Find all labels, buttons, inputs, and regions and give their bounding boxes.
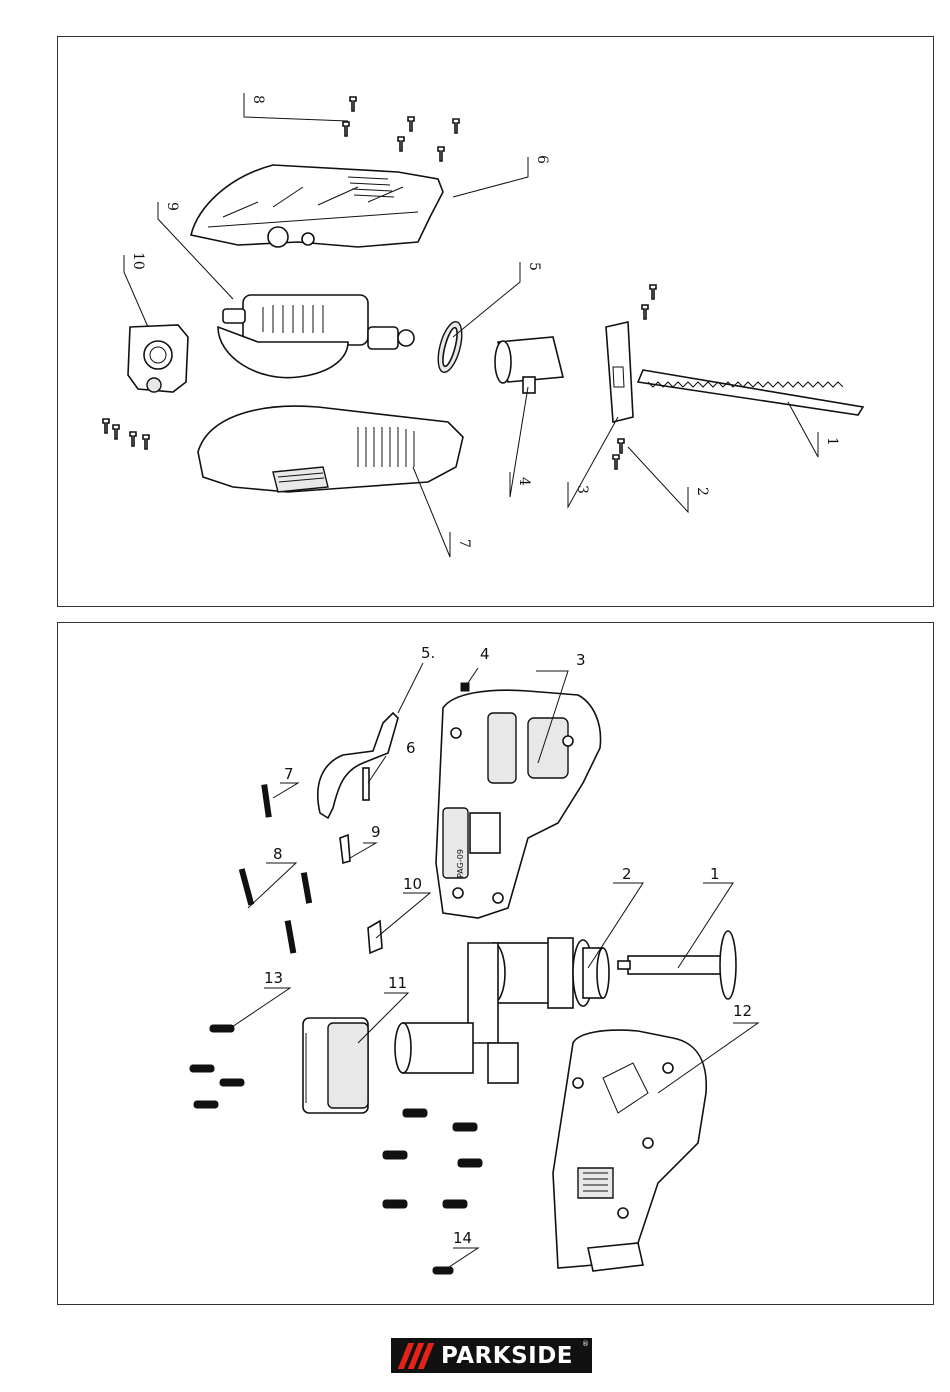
spring-ring — [434, 319, 467, 374]
housing-marking: PAG-09 — [456, 849, 465, 878]
screws-group-8 — [343, 97, 459, 161]
upper-housing-half — [191, 165, 443, 247]
leader-2 — [628, 447, 688, 512]
lever-arm — [318, 713, 398, 818]
leader-8 — [248, 863, 296, 908]
callout-12: 12 — [733, 1002, 752, 1020]
callout-7: 7 — [456, 539, 472, 548]
brand-name: PARKSIDE — [441, 1343, 573, 1369]
leader-13 — [226, 988, 290, 1031]
callout-5: 5 — [526, 262, 542, 271]
outer-housing-half — [553, 1030, 706, 1271]
callout-6: 6 — [534, 155, 550, 164]
callout-9: 9 — [164, 202, 180, 211]
gear — [303, 1018, 368, 1113]
callout-1: 1 — [824, 437, 840, 446]
callout-4: 4 — [480, 645, 490, 663]
callout-8: 8 — [250, 95, 266, 104]
callout-3: 3 — [574, 485, 590, 494]
exploded-view-gearbox-drawing: PAG-09 — [58, 623, 935, 1306]
callout-2: 2 — [622, 865, 632, 883]
callout-14: 14 — [453, 1229, 472, 1247]
callout-11: 11 — [388, 974, 407, 992]
callout-13: 13 — [264, 969, 283, 987]
registered-mark: ® — [582, 1340, 589, 1348]
callout-4: 4 — [516, 477, 532, 486]
callout-5: 5. — [421, 644, 435, 662]
lower-housing-half — [198, 406, 463, 492]
pin — [363, 768, 369, 800]
callout-2: 2 — [694, 487, 710, 496]
foot-plate — [606, 322, 633, 422]
leader-1 — [788, 402, 818, 457]
gear-housing — [128, 325, 188, 392]
callout-7: 7 — [284, 765, 294, 783]
callout-6: 6 — [406, 739, 416, 757]
logo-slashes-icon — [391, 1338, 441, 1373]
screws-group-13 — [190, 1025, 244, 1108]
leader-14 — [443, 1248, 478, 1271]
callout-8: 8 — [273, 845, 283, 863]
screws-group-left — [103, 419, 149, 449]
callout-3: 3 — [576, 651, 586, 669]
leader-7 — [273, 783, 298, 798]
guide-sleeve — [495, 337, 563, 393]
springs — [239, 785, 311, 953]
callout-9: 9 — [371, 823, 381, 841]
drive-shaft — [618, 931, 736, 999]
callout-1: 1 — [710, 865, 720, 883]
exploded-view-saw-panel: 8 6 9 10 5 4 3 2 1 7 — [57, 36, 934, 607]
callout-10: 10 — [130, 252, 146, 270]
clip-large — [368, 921, 382, 953]
clip — [340, 835, 350, 863]
leader-6 — [453, 157, 528, 197]
exploded-view-gearbox-panel: PAG-09 — [57, 622, 934, 1305]
saw-blade — [638, 370, 863, 415]
motor-assembly — [218, 295, 414, 378]
screws-group-center — [383, 1109, 482, 1208]
gear-housing-half: PAG-09 — [436, 690, 601, 918]
parkside-logo: PARKSIDE ® — [391, 1338, 592, 1373]
leader-9 — [350, 843, 376, 858]
callout-10: 10 — [403, 875, 422, 893]
leader-4 — [468, 668, 478, 683]
leader-5 — [398, 663, 423, 713]
leader-5 — [453, 262, 520, 337]
small-nut — [461, 683, 469, 691]
exploded-view-saw-drawing: 8 6 9 10 5 4 3 2 1 7 — [58, 37, 935, 608]
leader-10 — [376, 893, 430, 938]
